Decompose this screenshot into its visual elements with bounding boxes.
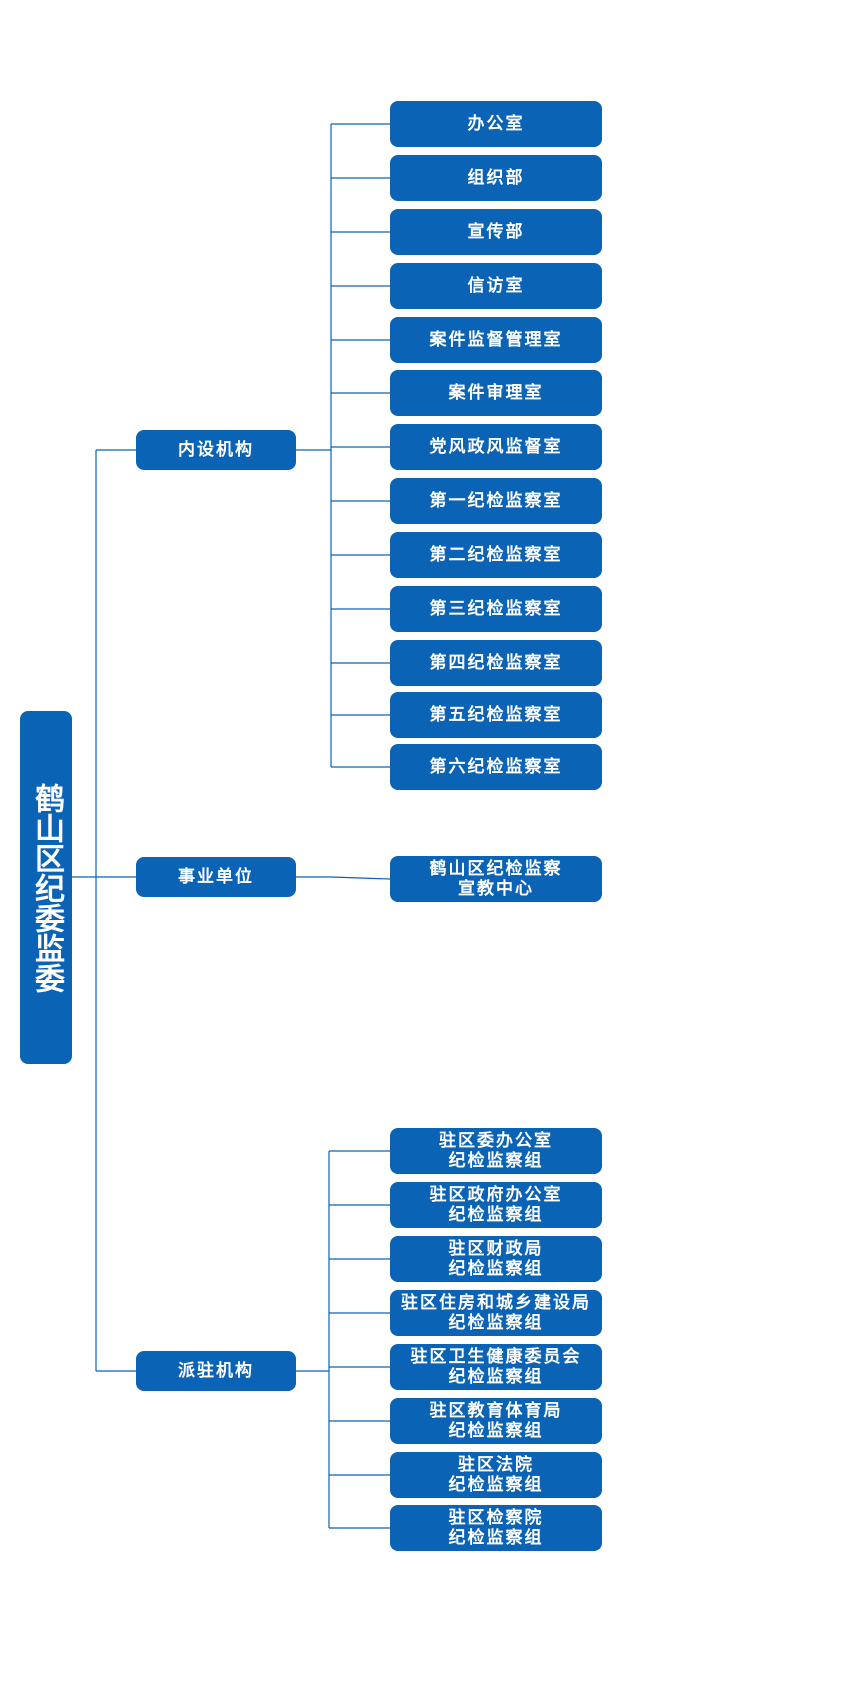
leaf-label: 驻区检察院: [448, 1508, 544, 1528]
leaf-label: 驻区委办公室: [439, 1131, 553, 1151]
leaf-label: 驻区法院: [458, 1455, 534, 1475]
leaf-node: 党风政风监督室: [390, 424, 602, 470]
leaf-label: 第三纪检监察室: [429, 599, 563, 619]
leaf-label: 驻区住房和城乡建设局: [401, 1293, 591, 1313]
leaf-node: 宣传部: [390, 209, 602, 255]
connector-line: [330, 876, 391, 880]
leaf-node: 驻区教育体育局纪检监察组: [390, 1398, 602, 1444]
leaf-node: 第一纪检监察室: [390, 478, 602, 524]
leaf-label: 纪检监察组: [448, 1528, 544, 1548]
branch-label: 事业单位: [178, 867, 254, 887]
leaf-node: 鹤山区纪检监察宣教中心: [390, 856, 602, 902]
leaf-label: 第六纪检监察室: [429, 757, 563, 777]
leaf-label: 驻区财政局: [448, 1239, 544, 1259]
leaf-node: 办公室: [390, 101, 602, 147]
leaf-node: 第六纪检监察室: [390, 744, 602, 790]
leaf-node: 第二纪检监察室: [390, 532, 602, 578]
leaf-label: 驻区教育体育局: [429, 1401, 563, 1421]
leaf-label: 鹤山区纪检监察: [429, 859, 563, 879]
leaf-label: 案件监督管理室: [429, 330, 563, 350]
leaf-label: 纪检监察组: [448, 1421, 544, 1441]
leaf-node: 驻区财政局纪检监察组: [390, 1236, 602, 1282]
leaf-label: 第五纪检监察室: [429, 705, 563, 725]
leaf-label: 信访室: [467, 276, 525, 296]
leaf-label: 驻区政府办公室: [429, 1185, 563, 1205]
leaf-node: 驻区委办公室纪检监察组: [390, 1128, 602, 1174]
leaf-label: 纪检监察组: [448, 1367, 544, 1387]
leaf-label: 办公室: [467, 114, 525, 134]
leaf-label: 纪检监察组: [448, 1259, 544, 1279]
branch-node-dispatched: 派驻机构: [136, 1351, 296, 1391]
leaf-label: 案件审理室: [448, 383, 544, 403]
leaf-label: 宣传部: [467, 222, 525, 242]
leaf-label: 纪检监察组: [448, 1151, 544, 1171]
leaf-node: 驻区检察院纪检监察组: [390, 1505, 602, 1551]
leaf-node: 第四纪检监察室: [390, 640, 602, 686]
leaf-node: 驻区住房和城乡建设局纪检监察组: [390, 1290, 602, 1336]
leaf-node: 案件监督管理室: [390, 317, 602, 363]
leaf-node: 第三纪检监察室: [390, 586, 602, 632]
leaf-label: 第一纪检监察室: [429, 491, 563, 511]
leaf-node: 驻区法院纪检监察组: [390, 1452, 602, 1498]
branch-label: 内设机构: [178, 440, 254, 460]
leaf-node: 组织部: [390, 155, 602, 201]
root-node: 鹤山区纪委监委: [20, 711, 72, 1064]
leaf-label: 驻区卫生健康委员会: [410, 1347, 582, 1367]
root-label: 鹤山区纪委监委: [29, 782, 64, 993]
leaf-label: 纪检监察组: [448, 1313, 544, 1333]
leaf-node: 驻区卫生健康委员会纪检监察组: [390, 1344, 602, 1390]
leaf-label: 第二纪检监察室: [429, 545, 563, 565]
leaf-label: 第四纪检监察室: [429, 653, 563, 673]
branch-label: 派驻机构: [178, 1361, 254, 1381]
leaf-label: 党风政风监督室: [429, 437, 563, 457]
leaf-label: 宣教中心: [458, 879, 534, 899]
leaf-label: 组织部: [467, 168, 525, 188]
branch-node-internal: 内设机构: [136, 430, 296, 470]
leaf-label: 纪检监察组: [448, 1205, 544, 1225]
leaf-node: 案件审理室: [390, 370, 602, 416]
leaf-node: 驻区政府办公室纪检监察组: [390, 1182, 602, 1228]
branch-node-institution: 事业单位: [136, 857, 296, 897]
leaf-label: 纪检监察组: [448, 1475, 544, 1495]
leaf-node: 信访室: [390, 263, 602, 309]
leaf-node: 第五纪检监察室: [390, 692, 602, 738]
